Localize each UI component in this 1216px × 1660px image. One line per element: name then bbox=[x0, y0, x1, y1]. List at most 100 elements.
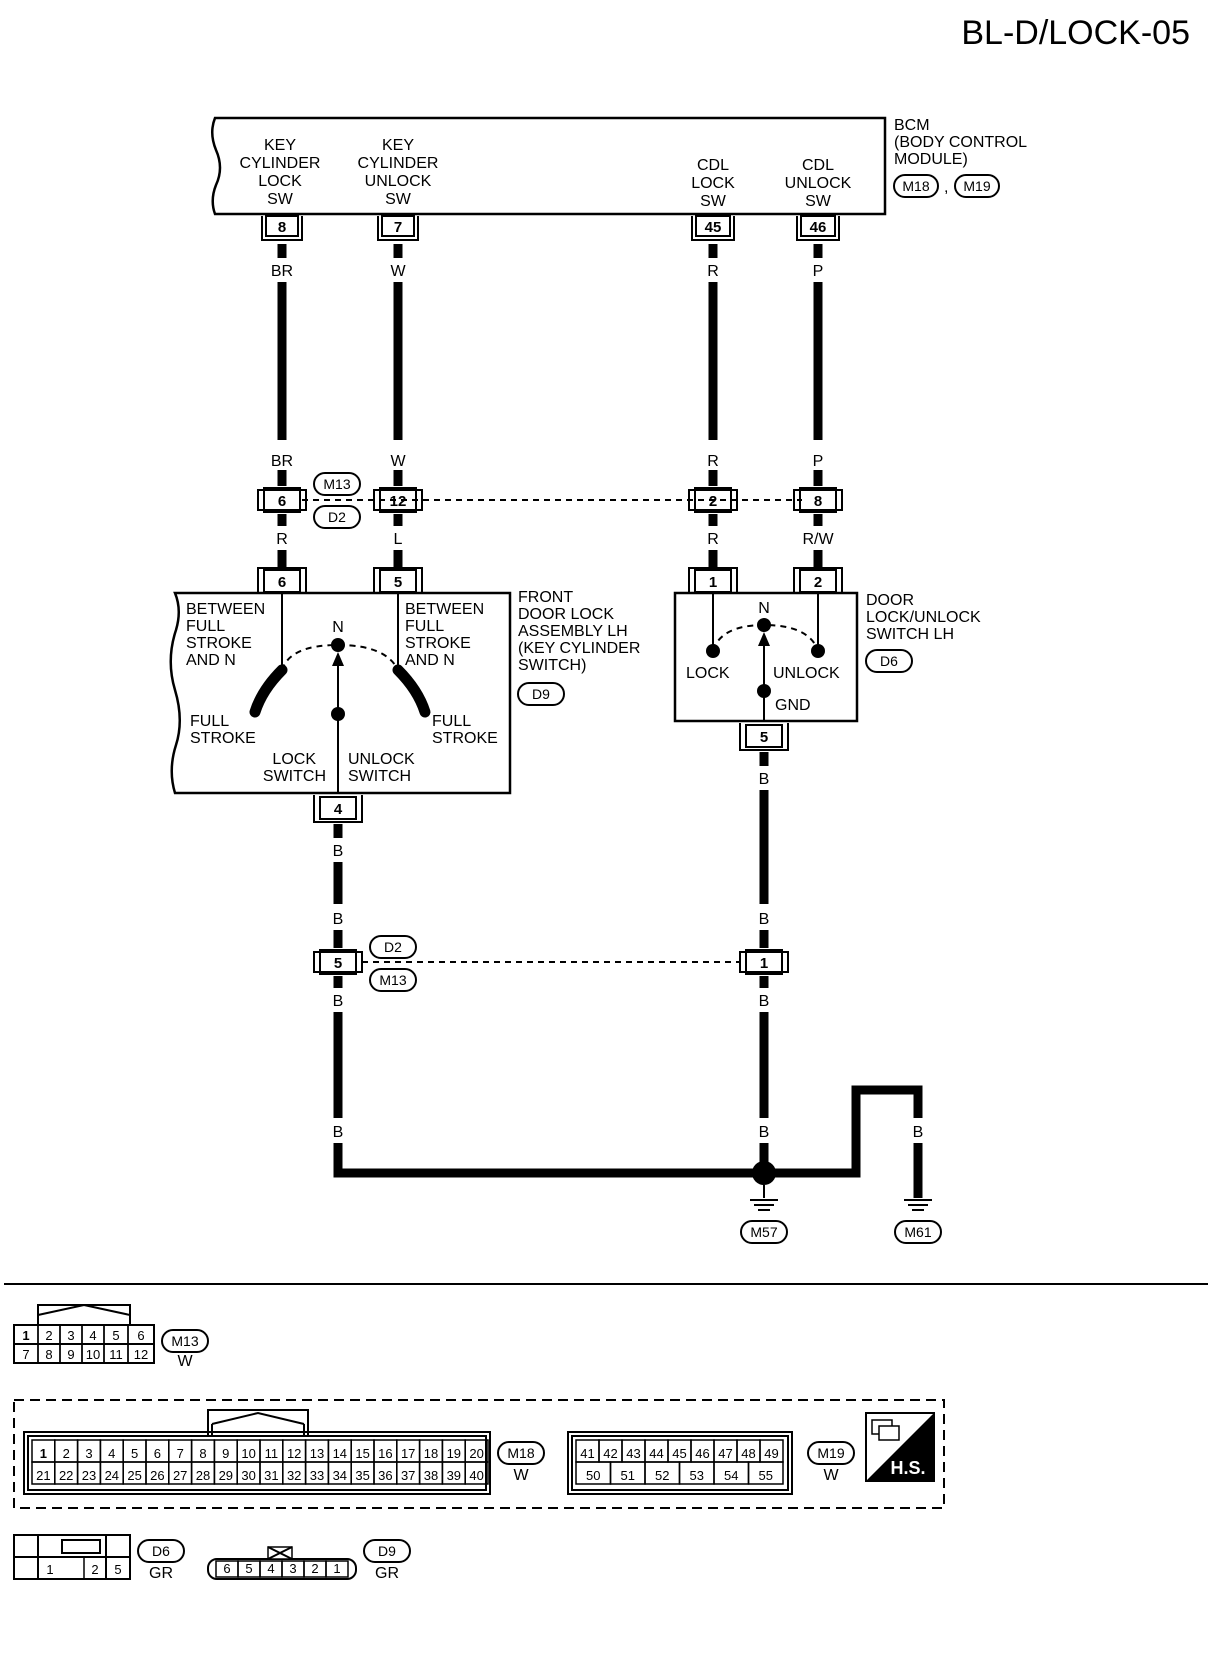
svg-text:B: B bbox=[333, 993, 344, 1010]
bcm-terminal-label-2: KEY CYLINDER UNLOCK SW bbox=[358, 137, 439, 208]
svg-text:SW: SW bbox=[267, 191, 294, 208]
svg-text:W: W bbox=[177, 1353, 193, 1370]
svg-text:B: B bbox=[333, 911, 344, 928]
pin-number: 2 bbox=[45, 1328, 52, 1343]
pin-number: 6 bbox=[154, 1446, 161, 1461]
pin-number: 6 bbox=[137, 1328, 144, 1343]
svg-text:BCM: BCM bbox=[894, 117, 930, 134]
svg-text:P: P bbox=[813, 263, 824, 280]
bcm-module: KEY CYLINDER LOCK SW KEY CYLINDER UNLOCK… bbox=[211, 116, 887, 216]
pin-number: 2 bbox=[91, 1562, 98, 1577]
svg-text:FRONT: FRONT bbox=[518, 589, 573, 606]
bcm-connector-badges: M18 , M19 bbox=[893, 174, 1000, 198]
wire-lower-r-left: R bbox=[276, 514, 288, 570]
svg-text:5: 5 bbox=[394, 574, 402, 591]
pin-number: 51 bbox=[621, 1468, 635, 1483]
svg-text:MODULE): MODULE) bbox=[894, 151, 968, 168]
svg-text:BR: BR bbox=[271, 453, 293, 470]
svg-text:5: 5 bbox=[334, 955, 342, 972]
svg-text:R: R bbox=[276, 531, 288, 548]
svg-text:R: R bbox=[707, 453, 719, 470]
svg-text:CDL: CDL bbox=[697, 157, 729, 174]
svg-text:12: 12 bbox=[390, 493, 407, 510]
pin-number: 34 bbox=[333, 1468, 347, 1483]
pin-number: 16 bbox=[378, 1446, 392, 1461]
svg-text:46: 46 bbox=[810, 219, 827, 236]
svg-text:AND N: AND N bbox=[186, 652, 236, 669]
svg-text:LOCK: LOCK bbox=[272, 751, 316, 768]
pin-number: 37 bbox=[401, 1468, 415, 1483]
pin-number: 9 bbox=[222, 1446, 229, 1461]
ground-m61: M61 bbox=[894, 1199, 942, 1244]
svg-text:FULL: FULL bbox=[186, 618, 225, 635]
ground-wire-right: B B bbox=[759, 752, 770, 948]
svg-text:(BODY CONTROL: (BODY CONTROL bbox=[894, 134, 1027, 151]
pin-number: 12 bbox=[287, 1446, 301, 1461]
svg-text:M19: M19 bbox=[817, 1445, 844, 1461]
svg-text:6: 6 bbox=[278, 574, 286, 591]
bcm-pin-45: 45 bbox=[691, 215, 735, 241]
hs-badge: H.S. bbox=[865, 1412, 935, 1482]
pin-number: 39 bbox=[447, 1468, 461, 1483]
pin-number: 22 bbox=[59, 1468, 73, 1483]
pin-cell bbox=[464, 1461, 489, 1485]
svg-text:W: W bbox=[823, 1467, 839, 1484]
pin-number: 41 bbox=[580, 1446, 594, 1461]
svg-text:SW: SW bbox=[385, 191, 412, 208]
pin-number: 12 bbox=[134, 1347, 148, 1362]
svg-text:1: 1 bbox=[709, 574, 717, 591]
svg-text:B: B bbox=[759, 911, 770, 928]
wire-lower-rw: R/W bbox=[802, 514, 834, 570]
svg-text:M13: M13 bbox=[323, 476, 350, 492]
connector-view-group bbox=[13, 1399, 945, 1509]
svg-text:7: 7 bbox=[394, 219, 402, 236]
bcm-pin-46: 46 bbox=[796, 215, 840, 241]
bcm-pin-7: 7 bbox=[377, 215, 419, 241]
svg-text:N: N bbox=[332, 619, 344, 636]
svg-text:M18: M18 bbox=[507, 1445, 534, 1461]
pin-number: 36 bbox=[378, 1468, 392, 1483]
svg-text:GR: GR bbox=[375, 1565, 399, 1582]
pin-number: 5 bbox=[245, 1561, 252, 1576]
pin-number: 1 bbox=[333, 1561, 340, 1576]
pin-number: 3 bbox=[289, 1561, 296, 1576]
pin-number: 11 bbox=[265, 1446, 279, 1461]
svg-text:B: B bbox=[333, 1124, 344, 1141]
svg-text:SWITCH): SWITCH) bbox=[518, 657, 586, 674]
pin-number: 7 bbox=[22, 1347, 29, 1362]
svg-text:SWITCH: SWITCH bbox=[348, 768, 411, 785]
door-lock-unlock-switch: 1 2 N LOCK UNLOCK GND 5 bbox=[673, 567, 859, 751]
svg-text:M13: M13 bbox=[379, 972, 406, 988]
pin-number: 2 bbox=[311, 1561, 318, 1576]
joint-upper-connector: 6 12 2 8 M13 D2 bbox=[257, 472, 843, 529]
svg-text:B: B bbox=[333, 843, 344, 860]
wire-w: W W bbox=[390, 244, 406, 486]
pin-number: 23 bbox=[82, 1468, 96, 1483]
pin-number: 24 bbox=[105, 1468, 119, 1483]
wire-br: BR BR bbox=[271, 244, 293, 486]
svg-text:B: B bbox=[759, 993, 770, 1010]
svg-text:R: R bbox=[707, 531, 719, 548]
svg-text:6: 6 bbox=[278, 493, 286, 510]
pin-number: 28 bbox=[196, 1468, 210, 1483]
pin-number: 50 bbox=[586, 1468, 600, 1483]
svg-text:8: 8 bbox=[278, 219, 286, 236]
svg-text:SWITCH: SWITCH bbox=[263, 768, 326, 785]
svg-text:FULL: FULL bbox=[432, 713, 471, 730]
pin-number: 4 bbox=[89, 1328, 96, 1343]
pin-number: 29 bbox=[219, 1468, 233, 1483]
svg-text:M57: M57 bbox=[750, 1224, 777, 1240]
svg-text:B: B bbox=[913, 1124, 924, 1141]
pin-number: 25 bbox=[127, 1468, 141, 1483]
wire-lower-r-right: R bbox=[707, 514, 719, 570]
pin-number: 7 bbox=[177, 1446, 184, 1461]
pin-number: 52 bbox=[655, 1468, 669, 1483]
svg-text:5: 5 bbox=[760, 729, 768, 746]
pin-number: 20 bbox=[469, 1446, 483, 1461]
pin-number: 33 bbox=[310, 1468, 324, 1483]
pin-number: 55 bbox=[759, 1468, 773, 1483]
pin-number: 5 bbox=[112, 1328, 119, 1343]
